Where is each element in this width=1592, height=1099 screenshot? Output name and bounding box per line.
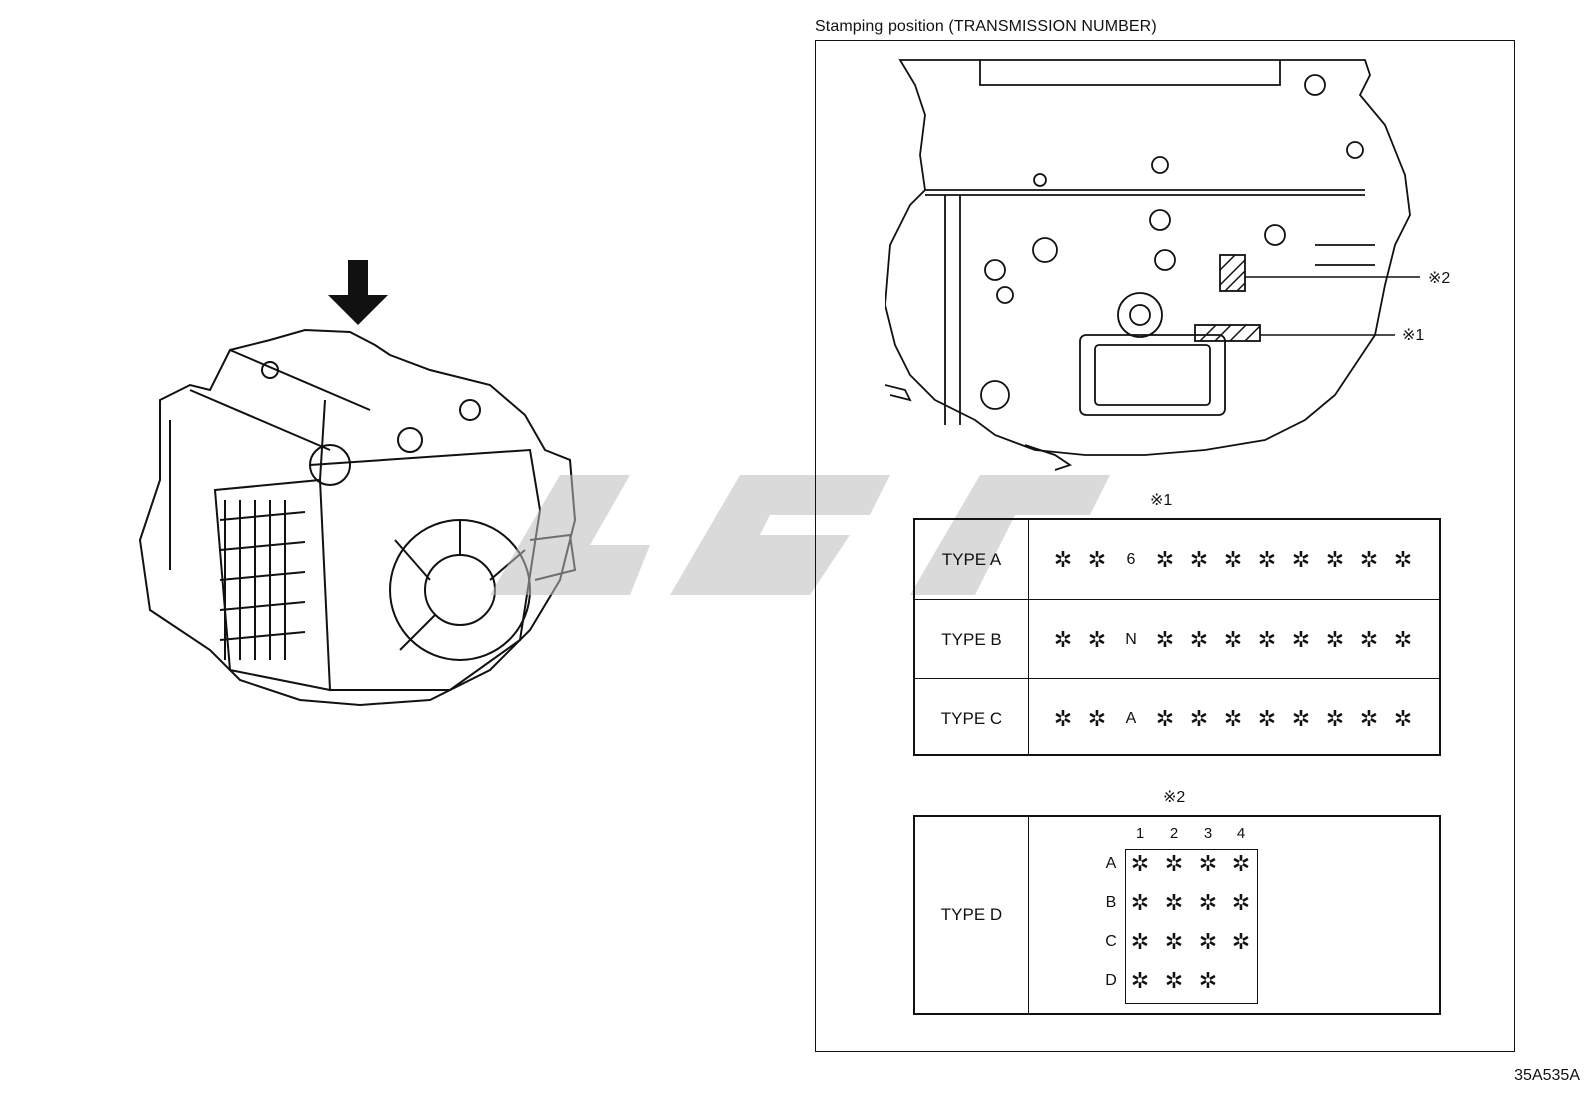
- transmission-case-drawing: [885, 59, 1420, 471]
- stamp-location-1: [1194, 324, 1261, 342]
- table1-divider: [1028, 520, 1029, 754]
- digit: ✲: [1053, 626, 1073, 652]
- grid-cell: ✲: [1198, 929, 1218, 954]
- grid-cell: ✲: [1164, 929, 1184, 954]
- watermark-logo: [490, 475, 1110, 595]
- digit: ✲: [1087, 705, 1107, 731]
- digit: ✲: [1223, 546, 1243, 572]
- table2-divider: [1028, 817, 1029, 1013]
- type-table-1: TYPE A ✲ ✲ 6 ✲ ✲ ✲ ✲ ✲ ✲ ✲ ✲ TYPE B ✲ ✲ …: [913, 518, 1441, 756]
- stamp-grid: [1125, 849, 1258, 1004]
- digit: ✲: [1291, 626, 1311, 652]
- digit: ✲: [1393, 546, 1413, 572]
- digit: ✲: [1393, 626, 1413, 652]
- digit: ✲: [1291, 546, 1311, 572]
- row-header: B: [1105, 894, 1117, 911]
- row-label: TYPE B: [941, 629, 1002, 649]
- digit: ✲: [1325, 705, 1345, 731]
- digit: ✲: [1087, 546, 1107, 572]
- digit: ✲: [1223, 705, 1243, 731]
- grid-cell: ✲: [1198, 890, 1218, 915]
- stamping-frame: [815, 40, 1515, 1052]
- figure-id: 35A535A: [1514, 1067, 1580, 1084]
- row-header: A: [1105, 855, 1117, 872]
- digit-row: ✲ ✲ A ✲ ✲ ✲ ✲ ✲ ✲ ✲ ✲: [1028, 679, 1439, 758]
- digit: ✲: [1155, 546, 1175, 572]
- grid-cell: ✲: [1231, 851, 1251, 876]
- grid-cell: ✲: [1130, 851, 1150, 876]
- callout-mark-2-leader: ※2: [1428, 270, 1451, 287]
- digit: ✲: [1087, 626, 1107, 652]
- digit: ✲: [1189, 626, 1209, 652]
- digit: ✲: [1189, 705, 1209, 731]
- digit-row: ✲ ✲ N ✲ ✲ ✲ ✲ ✲ ✲ ✲ ✲: [1028, 600, 1439, 679]
- stamp-location-2: [1219, 254, 1246, 292]
- column-header: 3: [1203, 825, 1213, 842]
- grid-cell: ✲: [1231, 929, 1251, 954]
- digit-row: ✲ ✲ 6 ✲ ✲ ✲ ✲ ✲ ✲ ✲ ✲: [1028, 520, 1439, 599]
- column-header: 4: [1236, 825, 1246, 842]
- digit: ✲: [1359, 705, 1379, 731]
- grid-cell: ✲: [1130, 890, 1150, 915]
- digit: ✲: [1155, 705, 1175, 731]
- table-row: TYPE A ✲ ✲ 6 ✲ ✲ ✲ ✲ ✲ ✲ ✲ ✲: [915, 520, 1439, 599]
- digit: 6: [1126, 550, 1136, 568]
- digit: ✲: [1053, 546, 1073, 572]
- row-label: TYPE D: [940, 905, 1003, 924]
- digit: ✲: [1325, 546, 1345, 572]
- table2-mark: ※2: [1163, 789, 1186, 806]
- row-header: D: [1105, 972, 1117, 989]
- row-label: TYPE A: [941, 549, 1002, 569]
- digit: ✲: [1053, 705, 1073, 731]
- digit: ✲: [1189, 546, 1209, 572]
- row-header: C: [1105, 933, 1117, 950]
- column-header: 2: [1169, 825, 1179, 842]
- digit: ✲: [1223, 626, 1243, 652]
- column-header: 1: [1135, 825, 1145, 842]
- type-table-2: TYPE D 1 2 3 4 A B C D ✲ ✲ ✲ ✲ ✲ ✲ ✲ ✲ ✲…: [913, 815, 1441, 1015]
- digit: ✲: [1257, 546, 1277, 572]
- stamping-position-title: Stamping position (TRANSMISSION NUMBER): [815, 18, 1157, 35]
- digit: ✲: [1359, 546, 1379, 572]
- digit: ✲: [1257, 626, 1277, 652]
- location-arrow-icon: [328, 260, 388, 325]
- grid-cell: ✲: [1164, 968, 1184, 993]
- table-row: TYPE B ✲ ✲ N ✲ ✲ ✲ ✲ ✲ ✲ ✲ ✲: [915, 599, 1439, 679]
- digit: ✲: [1325, 626, 1345, 652]
- table1-mark: ※1: [1150, 492, 1173, 509]
- table-row: TYPE C ✲ ✲ A ✲ ✲ ✲ ✲ ✲ ✲ ✲ ✲: [915, 678, 1439, 758]
- grid-cell: ✲: [1164, 851, 1184, 876]
- grid-cell: ✲: [1198, 968, 1218, 993]
- grid-cell: ✲: [1198, 851, 1218, 876]
- digit: ✲: [1257, 705, 1277, 731]
- grid-cell: ✲: [1130, 968, 1150, 993]
- digit: ✲: [1359, 626, 1379, 652]
- digit: ✲: [1155, 626, 1175, 652]
- row-label: TYPE C: [940, 708, 1003, 728]
- grid-cell: ✲: [1130, 929, 1150, 954]
- digit: N: [1125, 630, 1137, 648]
- digit: ✲: [1291, 705, 1311, 731]
- digit: A: [1125, 709, 1137, 727]
- grid-cell: ✲: [1164, 890, 1184, 915]
- callout-mark-1-leader: ※1: [1402, 327, 1425, 344]
- digit: ✲: [1393, 705, 1413, 731]
- grid-cell: ✲: [1231, 890, 1251, 915]
